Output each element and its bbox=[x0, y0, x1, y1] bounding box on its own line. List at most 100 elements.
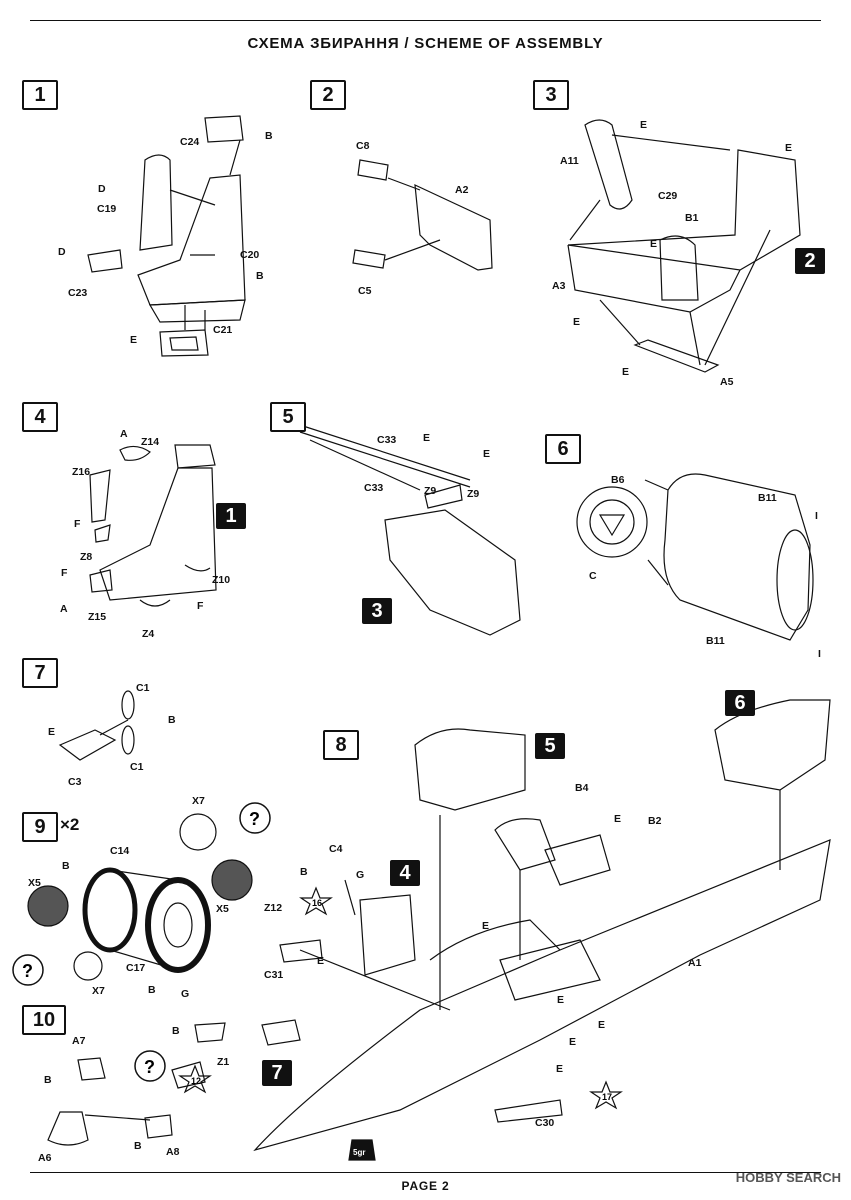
part-label: C33 bbox=[364, 482, 384, 494]
part-label: Z8 bbox=[80, 551, 93, 563]
part-label: B bbox=[62, 860, 70, 872]
part-label: C8 bbox=[356, 140, 370, 152]
part-label: Z10 bbox=[212, 574, 231, 586]
part-label: B6 bbox=[611, 474, 625, 486]
part-label: E bbox=[483, 448, 491, 460]
part-label: F bbox=[197, 600, 204, 612]
part-label: C3 bbox=[68, 776, 82, 788]
watermark: HOBBY SEARCH bbox=[735, 1170, 841, 1185]
ref-box: 4 bbox=[390, 860, 420, 886]
star-number: 17 bbox=[602, 1092, 612, 1102]
part-label: X5 bbox=[216, 903, 229, 915]
step6-drawing bbox=[576, 473, 814, 641]
part-label: B bbox=[300, 866, 308, 878]
question-mark: ? bbox=[249, 809, 260, 829]
part-label: C33 bbox=[377, 434, 397, 446]
part-label: C30 bbox=[535, 1117, 555, 1129]
step-10-box: 10 bbox=[22, 1005, 66, 1035]
part-label: A1 bbox=[688, 957, 702, 969]
question-mark: ? bbox=[144, 1057, 155, 1077]
part-label: E bbox=[640, 119, 648, 131]
part-label: B bbox=[172, 1025, 180, 1037]
ref-box: 7 bbox=[262, 1060, 292, 1086]
step9-drawing bbox=[27, 813, 253, 981]
step10-drawing bbox=[47, 1022, 226, 1146]
part-label: E bbox=[785, 142, 793, 154]
part-label: X7 bbox=[192, 795, 205, 807]
part-label: Z15 bbox=[88, 611, 107, 623]
question-circles bbox=[12, 802, 271, 1082]
part-label: B11 bbox=[706, 635, 725, 647]
part-label: F bbox=[74, 518, 81, 530]
part-label: E bbox=[557, 994, 565, 1006]
part-label: A2 bbox=[455, 184, 469, 196]
part-label: G bbox=[356, 869, 365, 881]
part-label: Z1 bbox=[217, 1056, 230, 1068]
part-label: Z16 bbox=[72, 466, 91, 478]
step-6-box: 6 bbox=[545, 434, 581, 464]
part-label: Z14 bbox=[141, 436, 160, 448]
part-label: A6 bbox=[38, 1152, 52, 1164]
part-label: C23 bbox=[68, 287, 88, 299]
part-label: A bbox=[120, 428, 128, 440]
part-label: E bbox=[48, 726, 56, 738]
step-1-box: 1 bbox=[22, 80, 58, 110]
part-label: B11 bbox=[758, 492, 777, 504]
part-label: E bbox=[569, 1036, 577, 1048]
part-label: B1 bbox=[685, 212, 699, 224]
part-label: B2 bbox=[648, 815, 662, 827]
part-label: A11 bbox=[560, 155, 579, 167]
part-label: X7 bbox=[92, 985, 105, 997]
part-label: C24 bbox=[180, 136, 200, 148]
part-label: B bbox=[168, 714, 176, 726]
part-label: C bbox=[589, 570, 597, 582]
step-2-box: 2 bbox=[310, 80, 346, 110]
part-label: E bbox=[423, 432, 431, 444]
step-5-box: 5 bbox=[270, 402, 306, 432]
part-label: C4 bbox=[329, 843, 343, 855]
part-label: B4 bbox=[575, 782, 589, 794]
ref-box: 2 bbox=[795, 248, 825, 274]
part-label: C1 bbox=[136, 682, 150, 694]
ref-box: 3 bbox=[362, 598, 392, 624]
part-label: D bbox=[58, 246, 66, 258]
part-label: C20 bbox=[240, 249, 260, 261]
step-9-box: 9 bbox=[22, 812, 58, 842]
part-label: E bbox=[556, 1063, 564, 1075]
part-label: E bbox=[573, 316, 581, 328]
part-label: Z4 bbox=[142, 628, 155, 640]
part-label: Z12 bbox=[264, 902, 283, 914]
part-label: Z9 bbox=[467, 488, 480, 500]
footer-rule bbox=[30, 1172, 821, 1173]
step-8-box: 8 bbox=[323, 730, 359, 760]
part-label: B bbox=[44, 1074, 52, 1086]
part-label: A3 bbox=[552, 280, 566, 292]
part-label: E bbox=[650, 238, 658, 250]
part-label: F bbox=[61, 567, 68, 579]
part-label: E bbox=[130, 334, 138, 346]
step-3-box: 3 bbox=[533, 80, 569, 110]
part-label: E bbox=[317, 955, 325, 967]
part-label: C1 bbox=[130, 761, 144, 773]
page-number: PAGE 2 bbox=[401, 1179, 450, 1193]
part-label: A bbox=[60, 603, 68, 615]
part-label: C14 bbox=[110, 845, 130, 857]
part-label: B bbox=[148, 984, 156, 996]
part-label: C31 bbox=[264, 969, 284, 981]
multiplier: ×2 bbox=[60, 815, 80, 834]
part-label: A5 bbox=[720, 376, 734, 388]
part-label: B bbox=[134, 1140, 142, 1152]
question-mark: ? bbox=[22, 961, 33, 981]
part-label: I bbox=[818, 648, 821, 660]
star-number: 16 bbox=[312, 898, 322, 908]
step-4-box: 4 bbox=[22, 402, 58, 432]
step1-drawing bbox=[87, 115, 246, 357]
part-label: C29 bbox=[658, 190, 678, 202]
step5-drawing bbox=[299, 424, 521, 636]
part-label: Z9 bbox=[424, 485, 437, 497]
part-label: A8 bbox=[166, 1146, 180, 1158]
part-label: C21 bbox=[213, 324, 233, 336]
step2-drawing bbox=[352, 159, 493, 271]
part-label: E bbox=[482, 920, 490, 932]
